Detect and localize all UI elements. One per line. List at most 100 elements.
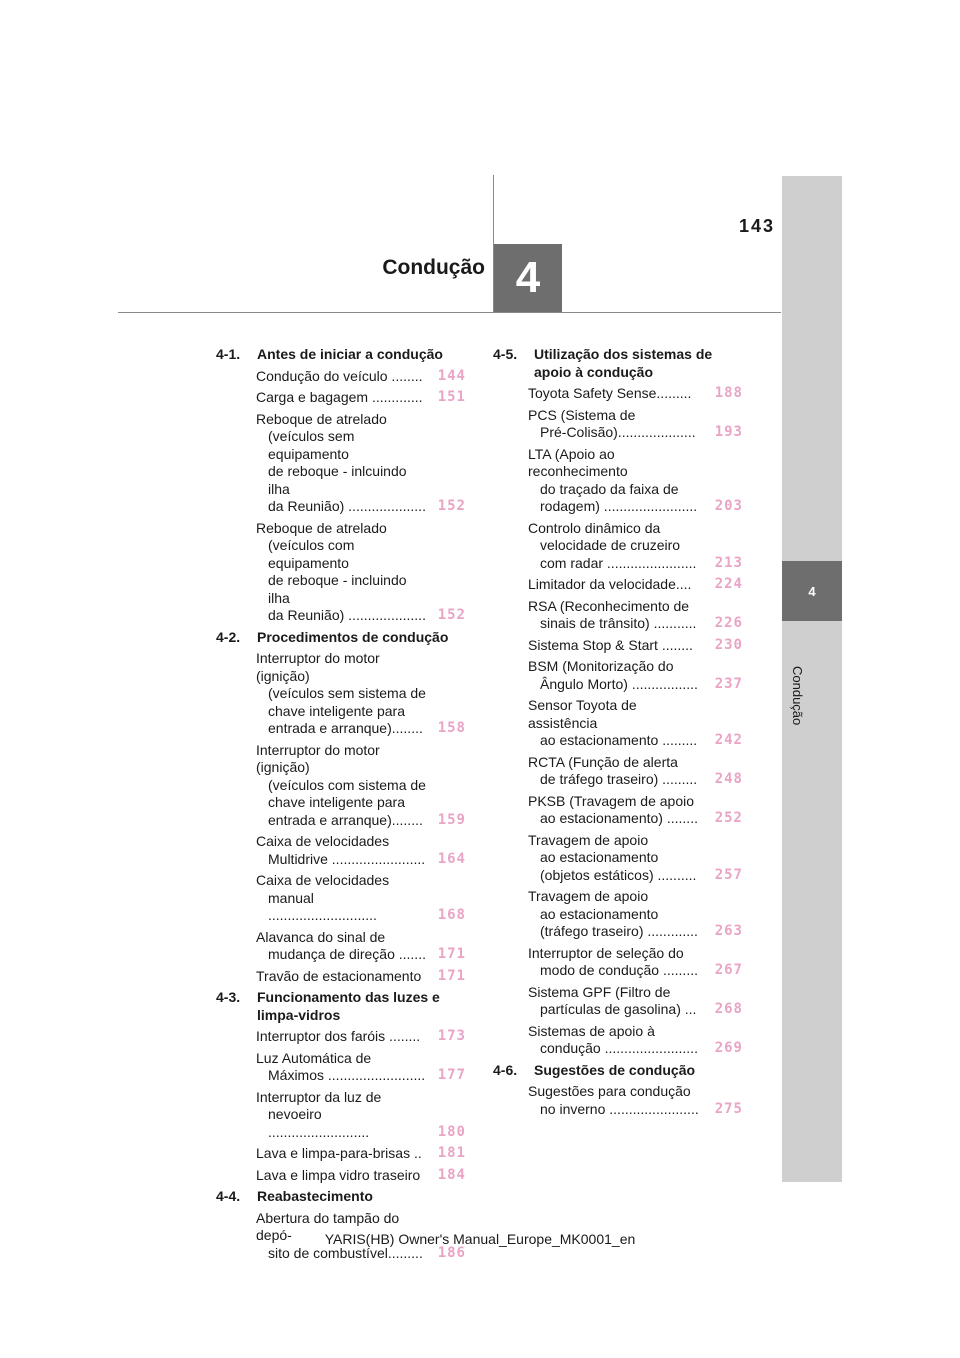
toc-entry-text: Sugestões para condução (528, 1083, 691, 1099)
toc-entry-page-link[interactable]: 171 (437, 946, 466, 962)
toc-section-heading[interactable]: 4-1.Antes de iniciar a condução (216, 346, 466, 364)
toc-entry-page-link[interactable]: 151 (437, 389, 466, 405)
toc-entry-page-link[interactable]: 188 (714, 385, 743, 401)
toc-entry-page-link[interactable]: 159 (437, 811, 466, 828)
toc-entry-page-link[interactable]: 224 (714, 576, 743, 592)
toc-entry-text: Travagem de apoio (528, 831, 649, 848)
toc-section-heading[interactable]: 4-3.Funcionamento das luzes e limpa-vidr… (216, 989, 466, 1024)
toc-entry-page-link[interactable]: 171 (437, 967, 466, 984)
toc-entry-page-link[interactable]: 152 (437, 607, 466, 623)
chapter-number-box: 4 (494, 244, 562, 312)
toc-entry-text: com radar ....................... (540, 554, 697, 571)
toc-entry-text: partículas de gasolina) ... (540, 1001, 697, 1017)
toc-entry-text: ao estacionamento (540, 849, 659, 865)
toc-section-heading[interactable]: 4-5.Utilização dos sistemas de apoio à c… (493, 346, 743, 381)
toc-entry[interactable]: Carga e bagagem .............151 (256, 389, 466, 407)
toc-entry-page-link[interactable]: 226 (714, 615, 743, 631)
toc-entry-page-link[interactable]: 181 (437, 1145, 466, 1161)
toc-entry-page-link[interactable]: 180 (437, 1123, 466, 1140)
toc-entry-page-link[interactable]: 173 (437, 1028, 466, 1044)
toc-entry-page-link[interactable]: 186 (437, 1244, 466, 1261)
toc-entry-page-link[interactable]: 242 (714, 732, 743, 748)
toc-entry-page-link[interactable]: 168 (437, 907, 466, 923)
toc-entry[interactable]: Interruptor dos faróis ........173 (256, 1028, 466, 1046)
toc-entry-page-link[interactable]: 144 (437, 367, 466, 384)
toc-entry-page-link[interactable]: 268 (714, 1001, 743, 1017)
toc-entry-text: Lava e limpa vidro traseiro (256, 1166, 421, 1183)
toc-entry-text: Condução do veículo ........ (256, 367, 423, 384)
toc-entry[interactable]: Limitador da velocidade....224 (528, 576, 743, 594)
toc-entry[interactable]: Sistema Stop & Start ........230 (528, 637, 743, 655)
toc-entry-text: (objetos estáticos) .......... (540, 866, 697, 883)
toc-entry-page-link[interactable]: 269 (714, 1040, 743, 1056)
toc-entry-text: Interruptor do motor (ignição) (256, 741, 380, 776)
toc-entry-text: manual ............................ (268, 889, 377, 924)
toc-entry[interactable]: Reboque de atrelado(veículos com equipam… (256, 520, 466, 625)
toc-entry-text: de reboque - inlcuindo ilha (268, 463, 407, 497)
toc-section-title: Reabastecimento (257, 1188, 373, 1204)
toc-entry[interactable]: Toyota Safety Sense.........188 (528, 385, 743, 403)
toc-entry-page-link[interactable]: 152 (437, 498, 466, 514)
toc-entry-page-link[interactable]: 257 (714, 866, 743, 883)
toc-entry-text: Sensor Toyota de assistência (528, 697, 637, 731)
toc-entry-page-link[interactable]: 184 (437, 1166, 466, 1183)
toc-entry[interactable]: Interruptor do motor (ignição)(veículos … (256, 742, 466, 830)
toc-entry-page-link[interactable]: 193 (714, 424, 743, 440)
side-thumb-tab[interactable]: 4 (782, 561, 842, 621)
toc-section-heading[interactable]: 4-6. Sugestões de condução (493, 1062, 743, 1080)
toc-entry[interactable]: Reboque de atrelado(veículos sem equipam… (256, 411, 466, 516)
toc-entry-text: Interruptor de seleção do (528, 944, 684, 961)
toc-entry-text: da Reunião) .................... (268, 607, 426, 623)
toc-section-heading[interactable]: 4-4.Reabastecimento (216, 1188, 466, 1206)
toc-entry[interactable]: Abertura do tampão do depó-sito de combu… (256, 1210, 466, 1263)
toc-entry-page-link[interactable]: 230 (714, 636, 743, 653)
toc-entry[interactable]: Lava e limpa vidro traseiro 184 (256, 1167, 466, 1185)
toc-entry-text: Máximos ......................... (268, 1067, 426, 1083)
toc-entry-page-link[interactable]: 177 (437, 1067, 466, 1083)
toc-section-title: Antes de iniciar a condução (257, 346, 443, 362)
toc-entry[interactable]: Interruptor do motor (ignição)(veículos … (256, 650, 466, 738)
toc-entry-page-link[interactable]: 237 (714, 675, 743, 692)
toc-section: 4-5.Utilização dos sistemas de apoio à c… (493, 346, 743, 1058)
toc-entry-page-link[interactable]: 203 (714, 498, 743, 514)
toc-entry[interactable]: Lava e limpa-para-brisas ..181 (256, 1145, 466, 1163)
toc-section-number: 4-6. (493, 1061, 518, 1078)
toc-entry-page-link[interactable]: 252 (714, 810, 743, 826)
toc-entry-page-link[interactable]: 158 (437, 720, 466, 736)
toc-entry-page-link[interactable]: 267 (714, 962, 743, 978)
toc-entry-text: chave inteligente para (268, 794, 405, 810)
toc-entry-page-link[interactable]: 164 (437, 850, 466, 867)
toc-entry-page-link[interactable]: 275 (714, 1100, 743, 1117)
toc-entry-page-link[interactable]: 248 (714, 771, 743, 787)
toc-section-title: Sugestões de condução (534, 1061, 696, 1078)
toc-entry-page-link[interactable]: 263 (714, 923, 743, 939)
toc-column-right: 4-5.Utilização dos sistemas de apoio à c… (493, 346, 743, 1122)
toc-section-heading[interactable]: 4-2.Procedimentos de condução (216, 629, 466, 647)
toc-entry[interactable]: Condução do veículo ........ 144 (256, 368, 466, 386)
toc-entry-page-link[interactable]: 213 (714, 554, 743, 571)
toc-entry-text: do traçado da faixa de (540, 480, 679, 497)
toc-entry-text: PCS (Sistema de (528, 406, 636, 423)
